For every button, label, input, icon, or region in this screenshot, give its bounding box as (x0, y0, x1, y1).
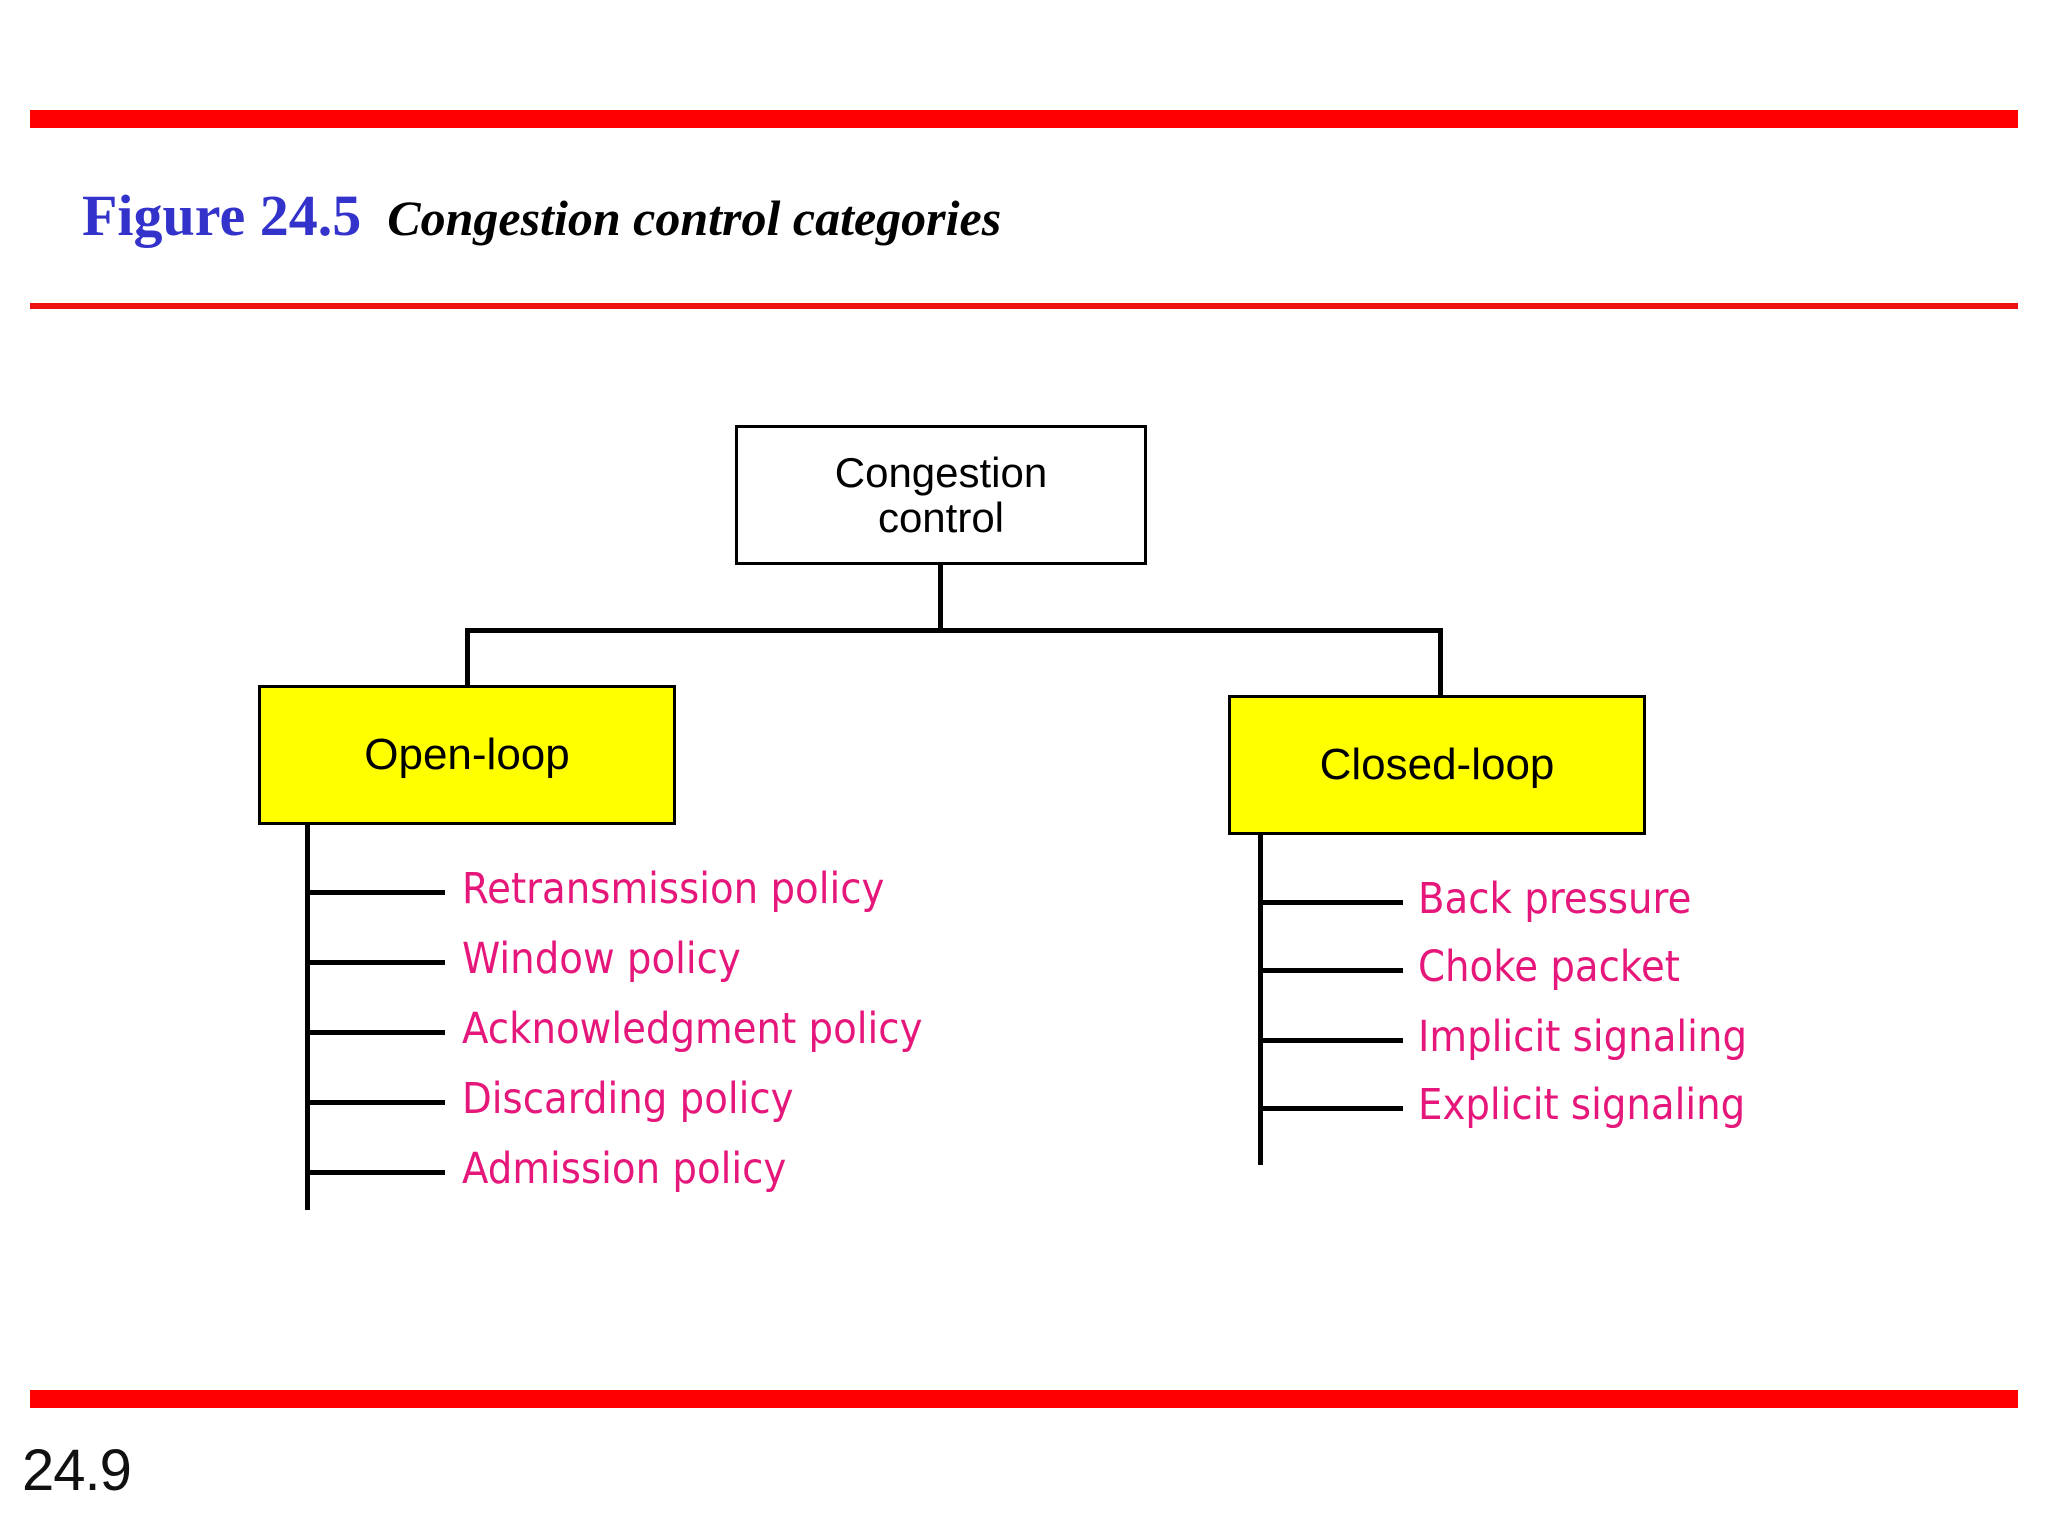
tick-closed-loop-1 (1258, 900, 1403, 905)
figure-title: Figure 24.5 Congestion control categories (82, 182, 1001, 249)
leaf-admission-policy: Admission policy (462, 1144, 787, 1194)
tick-open-loop-3 (305, 1030, 445, 1035)
leaf-window-policy: Window policy (462, 934, 741, 984)
tick-open-loop-4 (305, 1100, 445, 1105)
tick-closed-loop-2 (1258, 968, 1403, 973)
tick-closed-loop-4 (1258, 1106, 1403, 1111)
connector-drop-closed-loop (1438, 628, 1443, 698)
node-congestion-control: Congestion control (735, 425, 1154, 572)
leaf-choke-packet: Choke packet (1418, 942, 1680, 992)
leaf-implicit-signaling: Implicit signaling (1418, 1012, 1748, 1062)
top-red-rule (30, 110, 2018, 128)
congestion-control-tree: Congestion control Open-loop Closed-loop… (0, 320, 2048, 1380)
leaf-explicit-signaling: Explicit signaling (1418, 1080, 1746, 1130)
bracket-closed-loop-spine (1258, 835, 1263, 1165)
node-open-loop-label: Open-loop (364, 730, 570, 780)
leaf-retransmission-policy: Retransmission policy (462, 864, 885, 914)
node-closed-loop: Closed-loop (1228, 695, 1653, 842)
leaf-discarding-policy: Discarding policy (462, 1074, 794, 1124)
bracket-open-loop-spine (305, 825, 310, 1210)
connector-drop-open-loop (465, 628, 470, 688)
tick-closed-loop-3 (1258, 1038, 1403, 1043)
node-congestion-control-label: Congestion control (834, 448, 1048, 541)
tick-open-loop-1 (305, 890, 445, 895)
title-underline-rule (30, 303, 2018, 309)
page-number: 24.9 (22, 1438, 132, 1503)
connector-split-bar (465, 628, 1443, 633)
node-open-loop: Open-loop (258, 685, 683, 832)
tick-open-loop-2 (305, 960, 445, 965)
connector-root-stem (938, 565, 943, 633)
tick-open-loop-5 (305, 1170, 445, 1175)
figure-number: Figure 24.5 (82, 183, 362, 248)
figure-caption: Congestion control categories (387, 190, 1002, 246)
leaf-acknowledgment-policy: Acknowledgment policy (462, 1004, 923, 1054)
bottom-red-rule (30, 1390, 2018, 1408)
node-closed-loop-label: Closed-loop (1319, 740, 1555, 790)
leaf-back-pressure: Back pressure (1418, 874, 1692, 924)
